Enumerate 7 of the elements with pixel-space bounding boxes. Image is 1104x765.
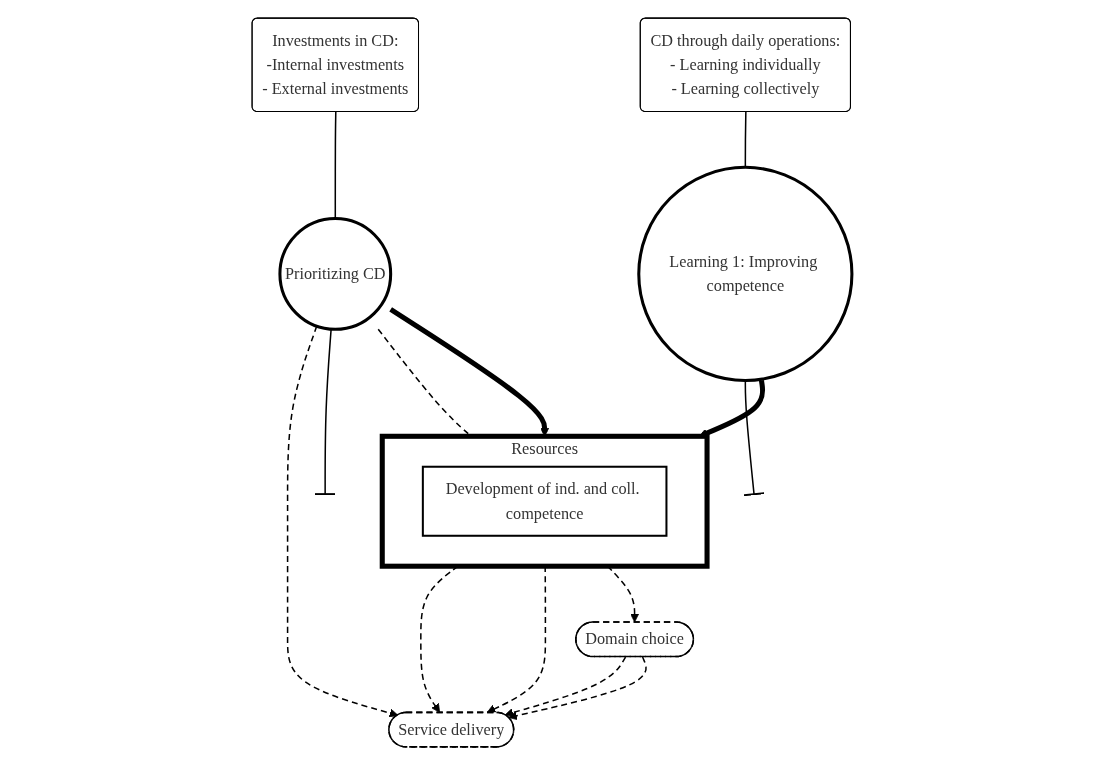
node-circle: Prioritizing CD: [278, 217, 393, 331]
arrow: [286, 325, 399, 718]
arrow: [508, 656, 647, 721]
arrow: [504, 656, 627, 717]
node-circle: Learning 1: Improving competence: [637, 165, 854, 382]
node-box: Development of ind. and coll. competence: [421, 465, 668, 537]
connector: [314, 328, 337, 496]
